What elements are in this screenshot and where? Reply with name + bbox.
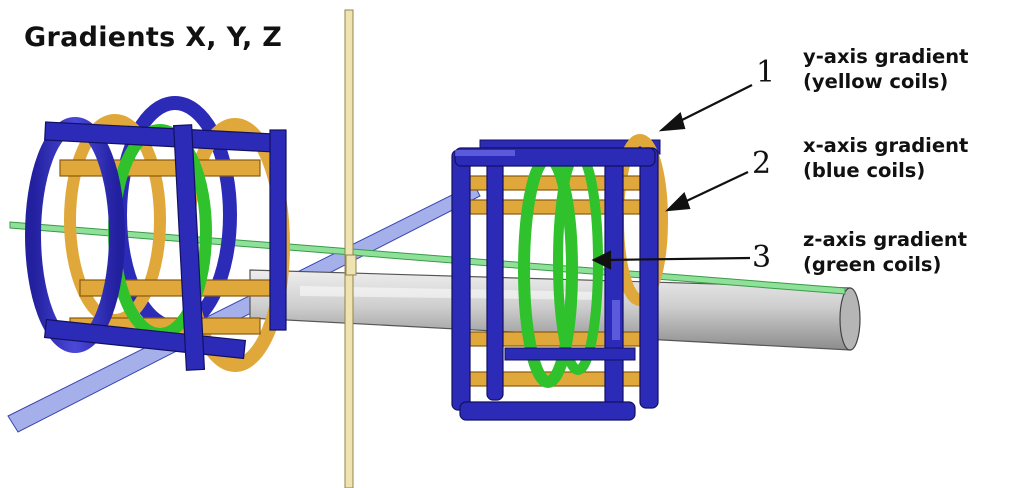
left-coil-assembly (25, 96, 290, 372)
x-axis-beam (7, 183, 481, 433)
right-coil-assembly (451, 134, 668, 421)
callout-label-2-line2: (blue coils) (803, 159, 926, 182)
callout-arrow-2 (677, 171, 749, 206)
y-axis-post (344, 9, 354, 488)
callout-arrows (591, 84, 753, 270)
callout-label-2: x-axis gradient (blue coils) (803, 133, 968, 183)
callout-label-3-line1: z-axis gradient (803, 228, 968, 251)
callout-number-3: 3 (752, 240, 772, 275)
callout-arrow-1 (671, 84, 753, 126)
callout-label-1: y-axis gradient (yellow coils) (803, 44, 968, 94)
callout-label-3: z-axis gradient (green coils) (803, 227, 967, 277)
callout-number-2: 2 (752, 146, 772, 181)
callout-arrow-3 (603, 256, 751, 262)
callout-label-3-line2: (green coils) (803, 253, 942, 276)
callout-number-1: 1 (756, 55, 776, 90)
diagram-title: Gradients X, Y, Z (24, 22, 283, 53)
callout-label-1-line1: y-axis gradient (803, 45, 969, 68)
callout-label-2-line1: x-axis gradient (803, 134, 969, 157)
callout-label-1-line2: (yellow coils) (803, 70, 949, 93)
